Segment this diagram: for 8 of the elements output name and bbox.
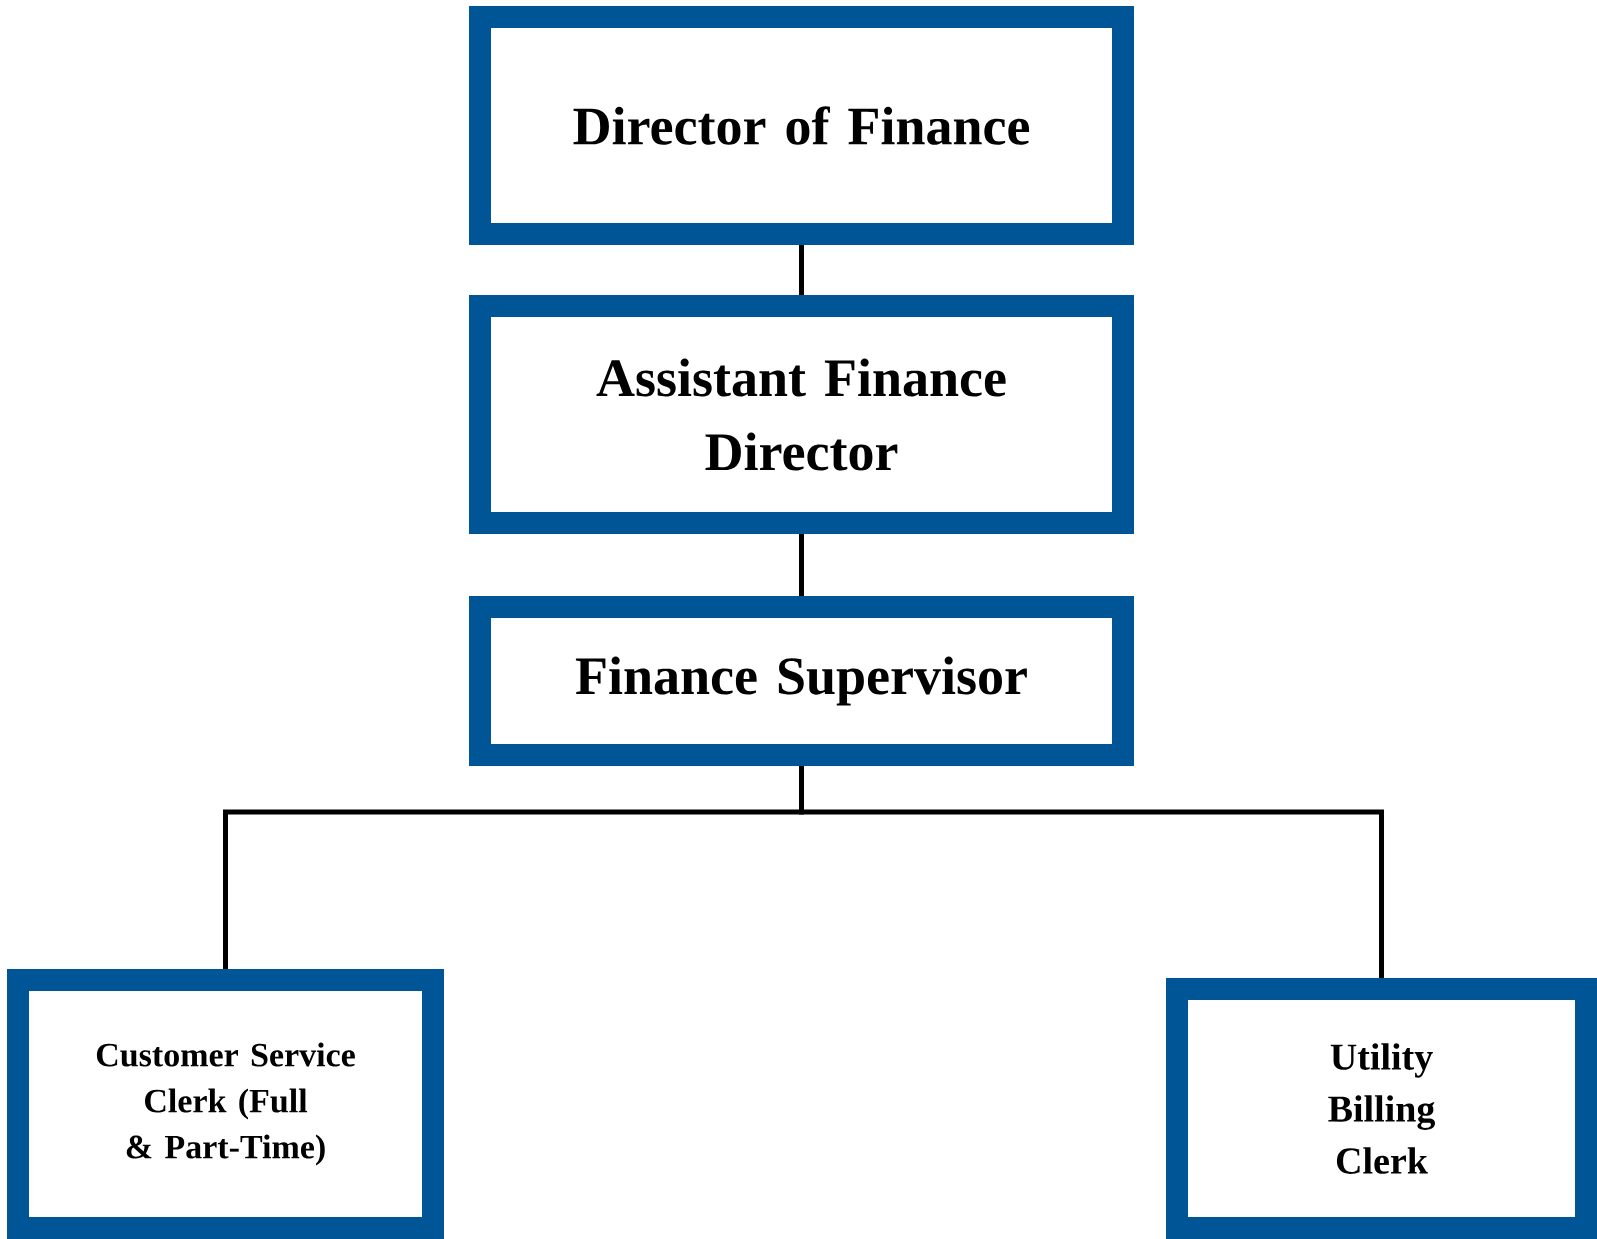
- role-box: Customer Service Clerk (Full & Part-Time): [7, 969, 444, 1239]
- role-box: Utility Billing Clerk: [1166, 978, 1597, 1239]
- role-box: Director of Finance: [469, 6, 1134, 245]
- connector-line: [799, 766, 1384, 978]
- role-box: Assistant Finance Director: [469, 295, 1134, 534]
- connector-line: [799, 534, 804, 596]
- connector-line: [799, 245, 804, 295]
- role-box: Finance Supervisor: [469, 596, 1134, 766]
